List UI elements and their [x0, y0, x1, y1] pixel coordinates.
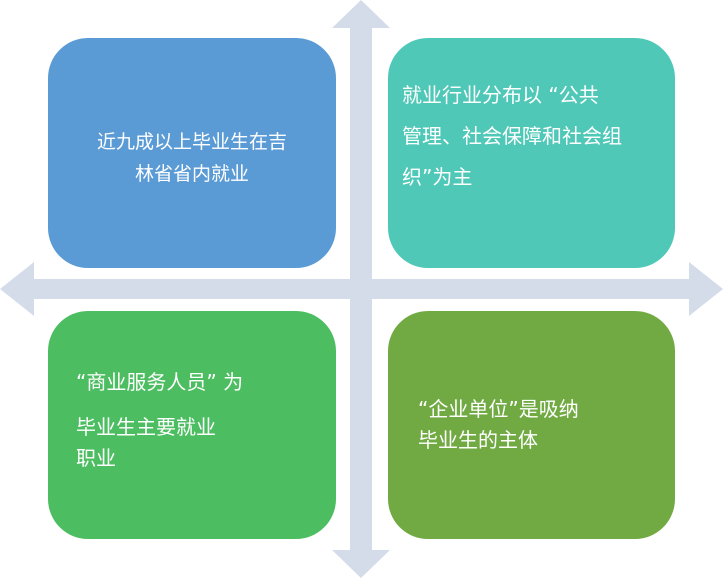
bottom-right-line-2: 毕业生的主体: [418, 428, 538, 452]
horizontal-axis-arrow: [0, 262, 723, 316]
bottom-right-line-1: “企业单位”是吸纳: [418, 397, 579, 421]
quadrant-top-left: 近九成以上毕业生在吉 林省省内就业: [48, 38, 336, 268]
top-left-line-1: 近九成以上毕业生在吉: [96, 131, 287, 153]
quadrant-bottom-right: “企业单位”是吸纳 毕业生的主体: [388, 311, 675, 539]
top-left-line-2: 林省省内就业: [134, 163, 249, 185]
bottom-left-line-1: “商业服务人员” 为: [76, 370, 244, 394]
quadrant-top-right: 就业行业分布以 “公共 管理、社会保障和社会组 织”为主: [388, 38, 675, 268]
quadrant-bottom-left: “商业服务人员” 为 毕业生主要就业 职业: [48, 311, 336, 539]
top-right-line-2: 管理、社会保障和社会组: [402, 124, 622, 148]
top-right-line-3: 织”为主: [402, 165, 473, 189]
bottom-left-line-2: 毕业生主要就业: [76, 415, 216, 439]
bottom-left-line-3: 职业: [76, 446, 116, 470]
top-right-line-1: 就业行业分布以 “公共: [402, 83, 599, 107]
